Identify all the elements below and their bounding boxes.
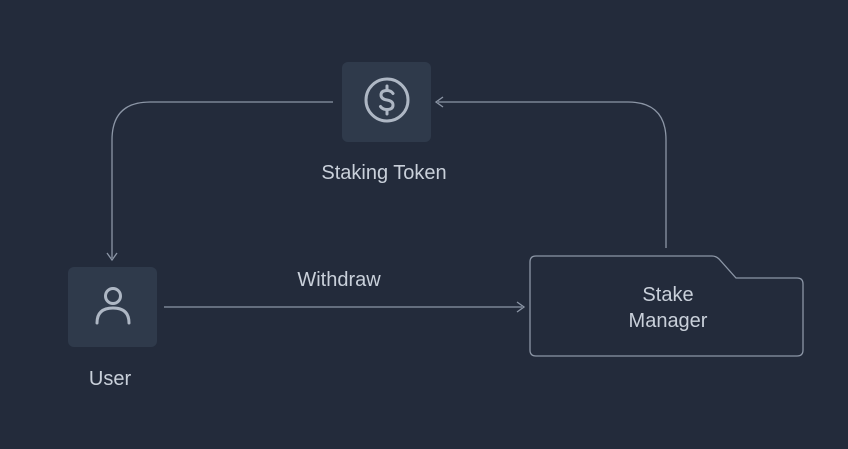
user-icon xyxy=(87,279,139,336)
edge-manager-to-token xyxy=(438,101,667,248)
stake-manager-folder xyxy=(529,255,804,357)
user-label: User xyxy=(88,368,132,390)
user-tile xyxy=(68,267,157,347)
staking-token-tile xyxy=(342,62,431,142)
stake-manager-label-line1: Stake xyxy=(642,284,694,306)
stake-manager-label-line2: Manager xyxy=(628,310,708,332)
arrowhead-manager-to-token xyxy=(434,96,444,108)
edge-token-to-user xyxy=(111,101,333,258)
stake-manager-label: Stake Manager xyxy=(629,282,708,334)
arrowhead-withdraw xyxy=(516,301,526,313)
withdraw-label: Withdraw xyxy=(297,269,381,291)
dollar-coin-icon xyxy=(361,74,413,131)
staking-token-label: Staking Token xyxy=(321,162,447,184)
arrowhead-token-to-user xyxy=(106,252,118,262)
